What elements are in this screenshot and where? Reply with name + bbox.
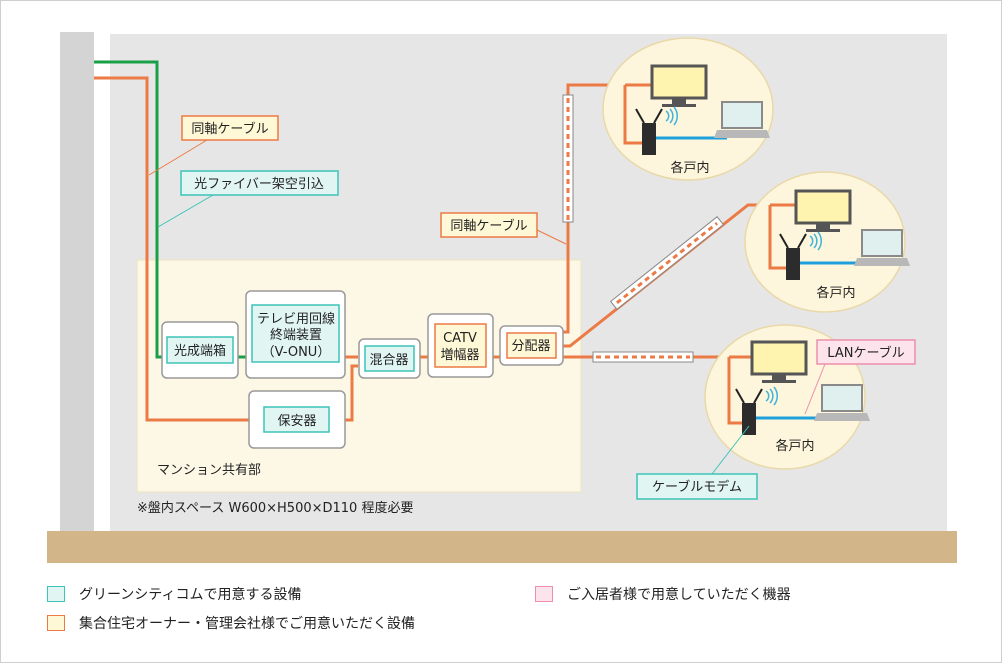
antenna-icon xyxy=(735,388,745,404)
unit-coax-modem xyxy=(623,85,642,145)
conduit-diagonal xyxy=(609,216,725,310)
laptop-base-icon xyxy=(714,130,770,138)
catv-amplifier xyxy=(427,313,494,378)
lan-leader xyxy=(804,363,826,415)
antenna-icon xyxy=(653,108,663,124)
catv-label-1: CATV xyxy=(443,331,477,346)
ground xyxy=(47,531,957,563)
protector xyxy=(248,390,346,449)
legend-swatch-pink xyxy=(535,586,553,602)
coax-mid-leader xyxy=(536,229,567,245)
optical-termination-box xyxy=(161,321,239,379)
legend-swatch-teal xyxy=(47,586,65,602)
tv-icon xyxy=(750,340,808,376)
legend-item-pink: ご入居者様で用意していただく機器 xyxy=(535,584,791,604)
tv-stand-icon xyxy=(672,99,686,104)
laptop-screen-icon xyxy=(861,229,903,257)
optical-box-label: 光成端箱 xyxy=(174,343,226,359)
space-note: ※盤内スペース W600×H500×D110 程度必要 xyxy=(137,500,413,516)
mixer-label: 混合器 xyxy=(369,353,408,368)
unit-3-label: 各戸内 xyxy=(775,438,814,454)
legend-label-teal: グリーンシティコムで用意する設備 xyxy=(79,587,302,603)
catv-label-2: 増幅器 xyxy=(440,348,479,363)
v-onu xyxy=(245,290,346,379)
tv-stand-icon xyxy=(772,375,786,380)
coax-line-incoming xyxy=(94,76,250,422)
legend-label-pink: ご入居者様で用意していただく機器 xyxy=(567,587,791,603)
legend-label-cream: 集合住宅オーナー・管理会社様でご用意いただく設備 xyxy=(79,616,415,632)
legend-item-cream: 集合住宅オーナー・管理会社様でご用意いただく設備 xyxy=(47,613,415,633)
router-icon xyxy=(742,403,756,435)
antenna-icon xyxy=(797,233,807,249)
antenna-icon xyxy=(753,388,763,404)
utility-pole xyxy=(60,32,94,532)
modem-leader xyxy=(711,425,750,475)
router-icon xyxy=(786,248,800,280)
v-onu-label-1: テレビ用回線 xyxy=(257,311,335,327)
coax-protector-to-mixer xyxy=(345,364,358,422)
wifi-icon xyxy=(665,106,678,126)
antenna-icon xyxy=(635,108,645,124)
coax-top-callout xyxy=(181,115,279,141)
tv-icon xyxy=(650,64,708,100)
fiber-callout xyxy=(180,170,339,196)
protector-label: 保安器 xyxy=(277,414,316,429)
coax-mid-callout xyxy=(440,212,538,238)
fiber-leader xyxy=(157,194,214,228)
modem-text: ケーブルモデム xyxy=(652,479,742,495)
tv-base-icon xyxy=(806,229,840,232)
legend-swatch-cream xyxy=(47,615,65,631)
mixer xyxy=(358,338,421,379)
tv-base-icon xyxy=(662,104,696,107)
unit-coax-modem xyxy=(768,205,786,270)
v-onu-label-2: 終端装置 xyxy=(270,327,322,343)
antenna-icon xyxy=(779,233,789,249)
legend-item-teal: グリーンシティコムで用意する設備 xyxy=(47,584,301,604)
laptop-screen-icon xyxy=(821,384,863,412)
splitter xyxy=(499,325,564,366)
lan-callout xyxy=(816,339,916,365)
coax-mid-text: 同軸ケーブル xyxy=(450,218,527,234)
splitter-label: 分配器 xyxy=(511,339,550,354)
laptop-base-icon xyxy=(854,258,910,266)
coax-top-text: 同軸ケーブル xyxy=(191,121,268,137)
laptop-screen-icon xyxy=(721,101,763,129)
tv-stand-icon xyxy=(816,224,830,229)
shared-area-label: マンション共有部 xyxy=(157,463,261,478)
wifi-icon xyxy=(809,231,822,251)
coax-top-leader xyxy=(148,139,208,176)
unit-coax-modem xyxy=(727,357,742,425)
unit-1-label: 各戸内 xyxy=(670,160,709,176)
conduit-horizontal xyxy=(592,351,694,363)
router-icon xyxy=(642,123,656,155)
lan-text: LANケーブル xyxy=(827,345,904,361)
unit-2 xyxy=(744,171,906,313)
modem-callout xyxy=(636,473,758,500)
tv-icon xyxy=(794,189,852,225)
tv-base-icon xyxy=(762,380,796,383)
v-onu-label-3: （V-ONU） xyxy=(262,345,331,360)
wifi-icon xyxy=(765,386,778,406)
fiber-text: 光ファイバー架空引込 xyxy=(194,177,324,192)
laptop-base-icon xyxy=(814,413,870,421)
conduit-vertical xyxy=(562,94,574,223)
unit-2-label: 各戸内 xyxy=(816,285,855,301)
